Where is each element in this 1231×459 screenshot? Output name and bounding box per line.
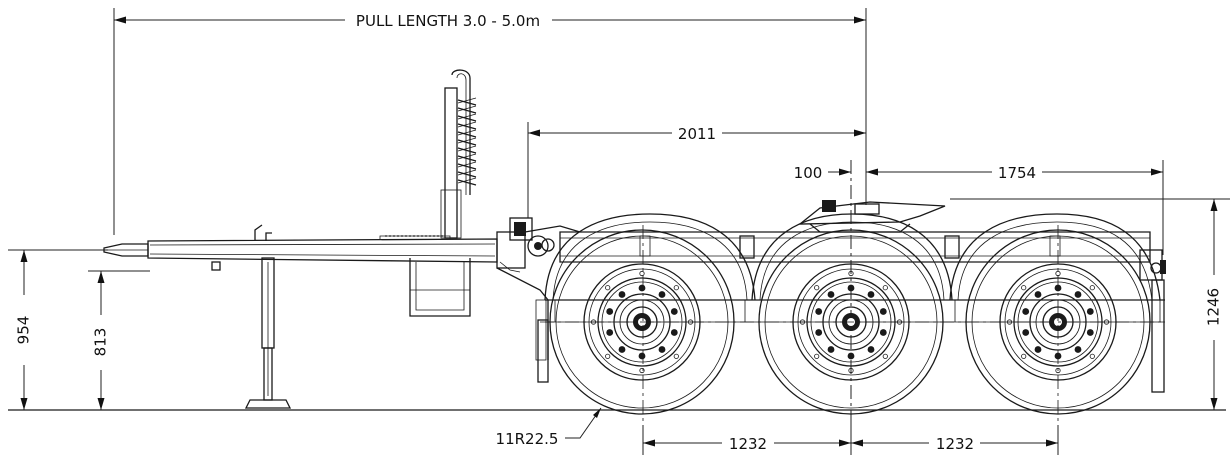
turntable-height-label: 1246 xyxy=(1205,288,1223,326)
turntable xyxy=(798,200,946,233)
pull-length-dimension: PULL LENGTH 3.0 - 5.0m xyxy=(113,8,867,235)
turntable-height-dimension: 1246 xyxy=(950,198,1230,410)
drawbar-height-label: 954 xyxy=(15,316,33,345)
pivot-height-dimension: 813 xyxy=(88,270,150,410)
jack-leg xyxy=(244,257,292,409)
pivot-coupling xyxy=(496,217,581,361)
hose-stand xyxy=(440,69,477,239)
tyre-size-callout: 11R22.5 xyxy=(496,407,602,448)
step-frame xyxy=(409,258,471,317)
turntable-offset-label: 100 xyxy=(794,164,823,182)
turntable-dimensions: 100 1754 xyxy=(794,160,1164,410)
centre-lines xyxy=(540,225,1165,425)
drawbar-height-dimension: 954 xyxy=(8,249,108,410)
chassis-frame xyxy=(537,231,1166,393)
pull-length-label: PULL LENGTH 3.0 - 5.0m xyxy=(356,12,540,30)
coupling-to-turntable-dimension: 2011 xyxy=(527,122,866,218)
mudguards xyxy=(544,213,1161,301)
axle-spacing-2-label: 1232 xyxy=(936,435,974,453)
coupling-to-turntable-label: 2011 xyxy=(678,125,716,143)
axle-spacing-1-label: 1232 xyxy=(729,435,767,453)
axle-spacing-dimensions: 1232 1232 xyxy=(642,410,1059,455)
pivot-height-label: 813 xyxy=(92,328,110,357)
turntable-to-rear-label: 1754 xyxy=(998,164,1036,182)
tyre-size-label: 11R22.5 xyxy=(496,430,559,448)
drawbar xyxy=(103,224,498,271)
